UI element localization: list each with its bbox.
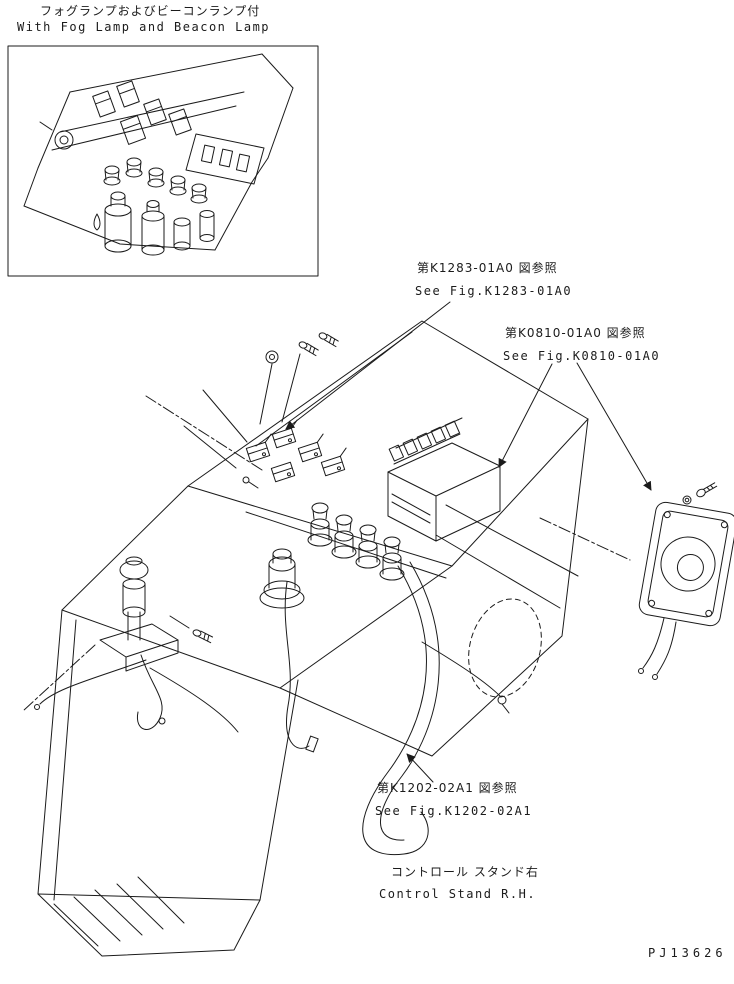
caption-jp: コントロール スタンド右 <box>391 865 539 879</box>
speaker-screw <box>696 482 718 498</box>
drawing-number: PJ13626 <box>648 946 727 960</box>
inset-detail-view <box>7 45 319 277</box>
stand-pedestal <box>37 609 299 957</box>
inset-console-edge <box>37 91 71 169</box>
callout-k0810-jp: 第K0810-01A0 図参照 <box>505 326 646 340</box>
stand-right-face <box>279 418 589 757</box>
bolt-near-lever <box>192 629 214 644</box>
lever-cord <box>136 654 163 730</box>
leader-k0810-panel <box>498 363 553 468</box>
page-title-jp: フォグランプおよびビーコンランプ付 <box>40 4 261 18</box>
callout-k0810-en: See Fig.K0810-01A0 <box>503 349 661 363</box>
speaker-wire-1 <box>642 617 665 669</box>
inset-border <box>7 45 319 277</box>
speaker <box>638 482 734 680</box>
inset-rocker-switches <box>92 80 192 145</box>
bolt-top-2 <box>318 332 339 348</box>
stand-top-edges <box>187 320 589 487</box>
inset-switch-bodies <box>104 191 215 256</box>
bolt-top-1 <box>298 341 319 357</box>
inset-pointer-mark <box>93 213 101 231</box>
center-lines <box>23 395 631 711</box>
callout-leaders <box>285 301 652 783</box>
leader-k1202 <box>406 753 434 783</box>
leader-k1283 <box>285 301 451 430</box>
callout-k1283-en: See Fig.K1283-01A0 <box>415 284 573 298</box>
dashed-opening <box>468 598 542 698</box>
speaker-wire-2 <box>656 621 677 675</box>
caption-en: Control Stand R.H. <box>379 887 537 901</box>
inset-lamp-knob <box>39 121 74 150</box>
callout-k1202-jp: 第K1202-02A1 図参照 <box>377 781 518 795</box>
part-leader-lines <box>169 353 301 629</box>
speaker-washer <box>682 495 692 505</box>
inset-switch-strip <box>185 133 265 185</box>
rotary-switch <box>259 548 305 609</box>
controller-panel-box <box>387 417 501 542</box>
inset-toggle-switches <box>103 157 208 204</box>
toggle-switch-row <box>307 502 405 581</box>
page-title-en: With Fog Lamp and Beacon Lamp <box>17 20 271 34</box>
control-stand-drawing <box>23 320 734 957</box>
leader-k0810-speaker <box>576 362 652 491</box>
callout-k1283-jp: 第K1283-01A0 図参照 <box>417 261 558 275</box>
callout-k1202-en: See Fig.K1202-02A1 <box>375 804 533 818</box>
micro-switch-cluster <box>242 419 347 489</box>
ring-terminal <box>265 350 279 364</box>
control-lever <box>99 556 179 730</box>
